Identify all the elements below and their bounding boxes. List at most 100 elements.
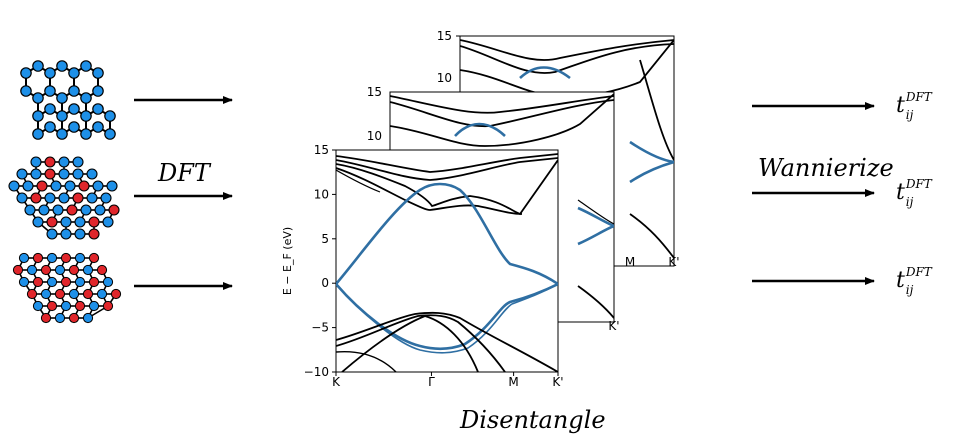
atom (44, 121, 56, 133)
atom (32, 216, 44, 228)
atom (56, 110, 68, 122)
atom (58, 192, 70, 204)
atom (74, 252, 86, 264)
atom (104, 110, 116, 122)
atom (88, 276, 100, 288)
atom (40, 288, 52, 300)
y-axis-label: E − E_F (eV) (281, 227, 294, 295)
atom (46, 300, 58, 312)
x-tick-label: M (508, 375, 518, 389)
atom (92, 121, 104, 133)
atom (102, 216, 114, 228)
atom (74, 276, 86, 288)
svg-text:K': K' (668, 255, 679, 269)
atom (100, 192, 112, 204)
dft-label: DFT (157, 159, 212, 187)
atom (92, 180, 104, 192)
atom (32, 110, 44, 122)
atom (44, 156, 56, 168)
atom (72, 192, 84, 204)
atom (74, 216, 86, 228)
atom (92, 67, 104, 79)
atom (80, 92, 92, 104)
trilayer-structure (12, 252, 122, 324)
atom (68, 312, 80, 324)
atom (102, 276, 114, 288)
atom (32, 128, 44, 140)
atom (30, 192, 42, 204)
atom (46, 216, 58, 228)
t-superscript: DFT (905, 90, 933, 104)
hopping-output: tDFT ij (896, 90, 933, 122)
atom (60, 300, 72, 312)
atom (94, 204, 106, 216)
atom (64, 180, 76, 192)
atom (68, 264, 80, 276)
disentangle-label: Disentangle (459, 406, 606, 434)
t-symbol: t (896, 93, 905, 118)
atom (44, 192, 56, 204)
atom (8, 180, 20, 192)
atom (32, 252, 44, 264)
t-subscript: ij (906, 195, 914, 209)
atom (92, 103, 104, 115)
atom (106, 180, 118, 192)
atom (50, 180, 62, 192)
atom (104, 128, 116, 140)
t-superscript: DFT (905, 265, 933, 279)
atom (46, 252, 58, 264)
atom (56, 60, 68, 72)
svg-text:10: 10 (367, 129, 382, 143)
atom (38, 204, 50, 216)
atom (88, 216, 100, 228)
atom (56, 92, 68, 104)
x-tick-label: Γ (428, 375, 435, 389)
svg-text:K': K' (608, 319, 619, 333)
atom (20, 67, 32, 79)
atom (54, 312, 66, 324)
t-subscript: ij (906, 108, 914, 122)
x-tick-label: K (332, 375, 341, 389)
atom (80, 60, 92, 72)
atom (26, 264, 38, 276)
atom (82, 264, 94, 276)
x-tick-label: K' (552, 375, 563, 389)
atom (60, 276, 72, 288)
atom (68, 288, 80, 300)
atom (92, 85, 104, 97)
svg-text:M: M (625, 255, 635, 269)
atom (46, 228, 58, 240)
atom (32, 92, 44, 104)
atom (68, 121, 80, 133)
atom (30, 168, 42, 180)
svg-text:15: 15 (367, 85, 382, 99)
atom (22, 180, 34, 192)
atom (40, 264, 52, 276)
svg-text:15: 15 (437, 29, 452, 43)
atom (58, 168, 70, 180)
atom (68, 67, 80, 79)
atom (12, 264, 24, 276)
atom (108, 204, 120, 216)
atom (44, 103, 56, 115)
atom (18, 276, 30, 288)
atom (88, 228, 100, 240)
atom (30, 156, 42, 168)
atom (58, 156, 70, 168)
t-symbol: t (896, 268, 905, 293)
atom (40, 312, 52, 324)
atom (18, 252, 30, 264)
atom (68, 103, 80, 115)
atom (80, 110, 92, 122)
atom (86, 168, 98, 180)
atom (80, 204, 92, 216)
atom (16, 192, 28, 204)
svg-text:10: 10 (437, 71, 452, 85)
atom (56, 128, 68, 140)
atom (20, 85, 32, 97)
atom (66, 204, 78, 216)
